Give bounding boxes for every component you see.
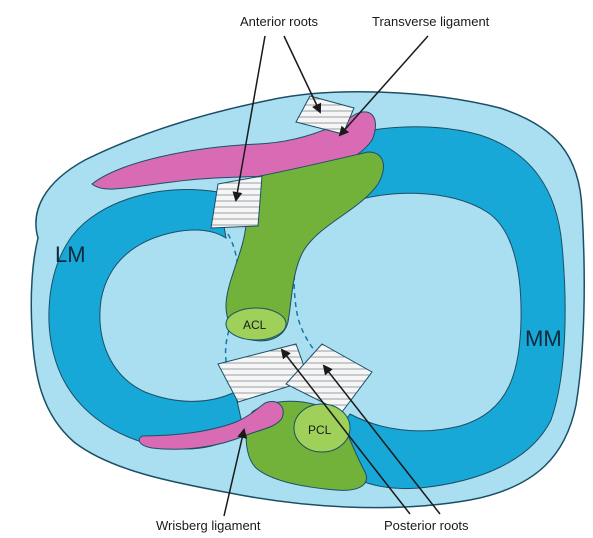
- acl-label: ACL: [243, 318, 267, 332]
- pcl-label: PCL: [308, 423, 332, 437]
- medial-meniscus-label: MM: [525, 326, 562, 351]
- anterior-root-lateral: [211, 176, 262, 228]
- anterior-roots-label: Anterior roots: [240, 14, 319, 29]
- lateral-meniscus-label: LM: [55, 242, 86, 267]
- posterior-roots-label: Posterior roots: [384, 518, 469, 533]
- wrisberg-ligament-label: Wrisberg ligament: [156, 518, 261, 533]
- transverse-ligament-label: Transverse ligament: [372, 14, 490, 29]
